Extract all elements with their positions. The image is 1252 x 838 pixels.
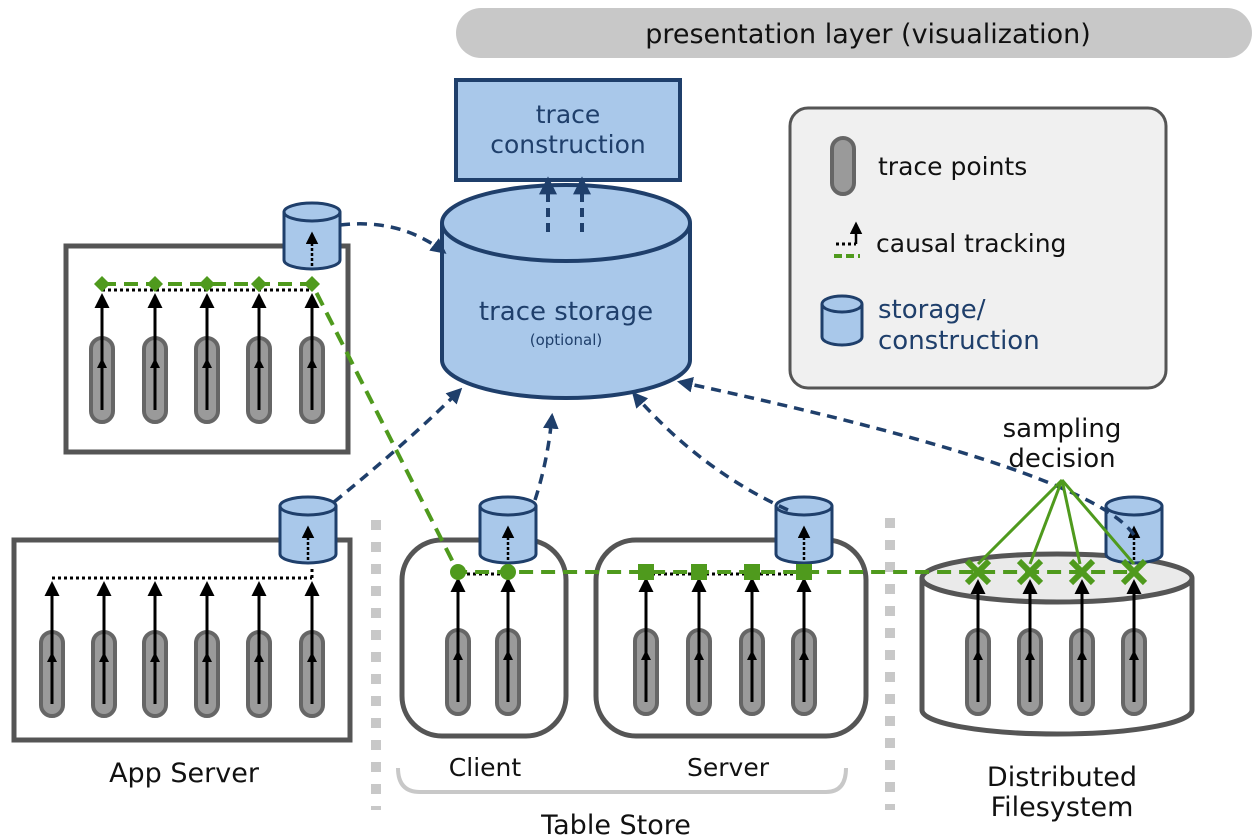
storage-upload-arrows xyxy=(332,222,1136,536)
table-store-bracket xyxy=(396,767,848,794)
local-storage-cylinder xyxy=(774,495,834,565)
sampling-label-2: decision xyxy=(1008,444,1115,474)
local-storage-cylinder xyxy=(282,201,342,271)
local-storage-cylinder xyxy=(278,495,338,565)
trace-point xyxy=(633,577,659,716)
trace-point xyxy=(89,293,115,424)
trace-point xyxy=(39,581,65,718)
storage-icon xyxy=(820,294,864,347)
trace-point xyxy=(739,577,765,716)
trace-point xyxy=(142,581,168,718)
trace-point xyxy=(686,577,712,716)
legend-construction: construction xyxy=(878,326,1040,356)
trace-storage-label: trace storage xyxy=(479,297,653,327)
app-server-label: App Server xyxy=(109,758,260,789)
trace-storage-note: (optional) xyxy=(530,331,603,349)
causal-tracking-green-path xyxy=(94,276,1134,580)
dfs-label-1: Distributed xyxy=(987,762,1137,793)
trace-point xyxy=(791,577,817,716)
circle-markers xyxy=(450,564,516,580)
local-storage-cylinder xyxy=(478,495,538,565)
local-storage-cylinder xyxy=(1104,495,1164,565)
dfs-label-2: Filesystem xyxy=(991,792,1134,823)
trace-point xyxy=(246,581,272,718)
trace-storage-cylinder: trace storage (optional) xyxy=(440,183,692,400)
trace-construction-box: trace construction xyxy=(454,78,682,182)
client-box xyxy=(399,537,569,739)
trace-point xyxy=(299,581,325,718)
legend-box: trace points causal tracking storage/ co… xyxy=(788,106,1168,390)
distributed-filesystem-cylinder xyxy=(919,551,1195,737)
sampling-label-1: sampling xyxy=(1003,414,1122,444)
sampling-decision: sampling decision xyxy=(964,414,1148,586)
trace-point xyxy=(965,579,991,716)
server-label: Server xyxy=(687,753,770,782)
trace-point xyxy=(1017,579,1043,716)
client-label: Client xyxy=(449,753,522,782)
causal-tracking-icon xyxy=(834,221,863,258)
trace-point xyxy=(1121,579,1147,716)
local-storage-layer xyxy=(278,201,1164,565)
trace-point xyxy=(194,581,220,718)
trace-point-icon xyxy=(830,136,856,196)
trace-point xyxy=(246,293,272,424)
x-marker xyxy=(964,558,992,586)
x-marker xyxy=(1120,558,1148,586)
trace-point xyxy=(91,581,117,718)
trace-construction-label-2: construction xyxy=(490,130,645,159)
trace-point xyxy=(495,577,521,716)
trace-point xyxy=(445,577,471,716)
square-markers xyxy=(638,564,812,580)
x-marker xyxy=(1068,558,1096,586)
storage-to-construction-arrows xyxy=(539,176,591,232)
legend-storage: storage/ xyxy=(878,295,986,325)
presentation-layer-label: presentation layer (visualization) xyxy=(645,19,1091,50)
trace-point xyxy=(1069,579,1095,716)
trace-point xyxy=(194,293,220,424)
trace-points-layer xyxy=(39,293,1147,718)
legend-trace-points: trace points xyxy=(878,152,1027,181)
sampling-x-markers xyxy=(964,558,1148,586)
app-server-box xyxy=(11,537,353,743)
trace-point xyxy=(299,293,325,424)
x-marker xyxy=(1016,558,1044,586)
trace-construction-label-1: trace xyxy=(536,100,601,129)
presentation-layer-bar: presentation layer (visualization) xyxy=(456,8,1252,58)
diamond-markers xyxy=(94,276,320,292)
table-store-label: Table Store xyxy=(540,810,691,838)
trace-point xyxy=(142,293,168,424)
legend-causal-tracking: causal tracking xyxy=(876,229,1066,258)
